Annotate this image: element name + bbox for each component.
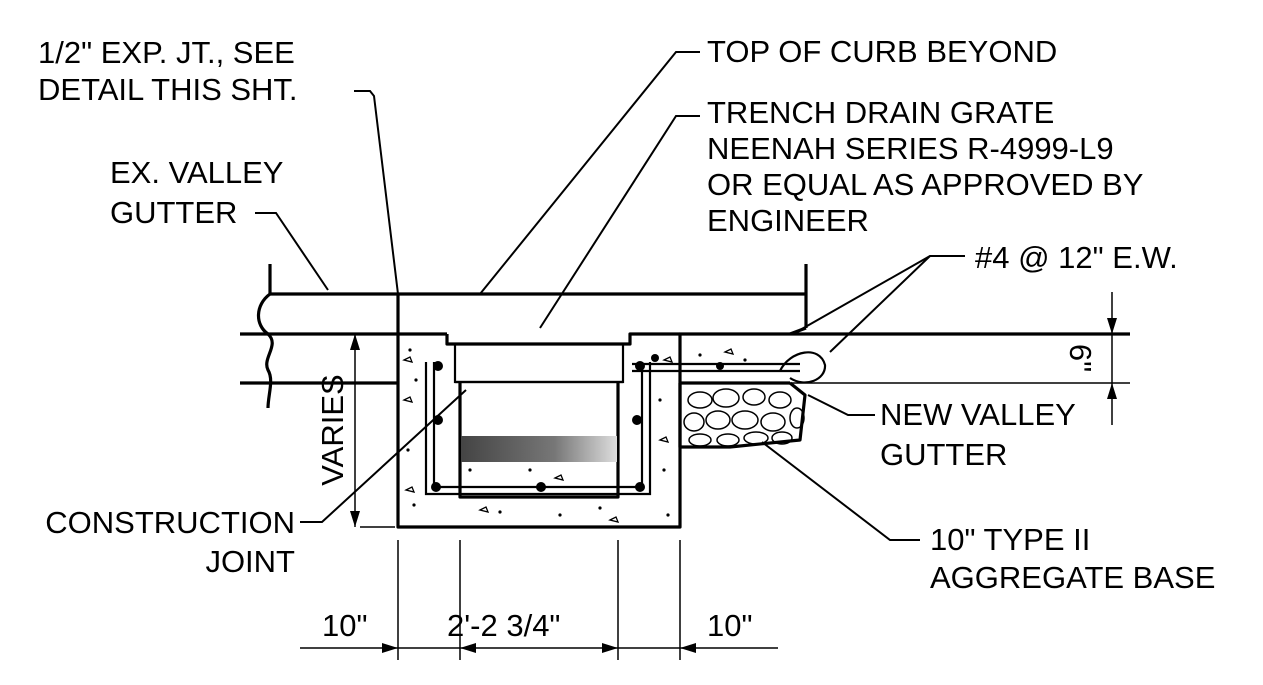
- svg-text:CONSTRUCTION: CONSTRUCTION: [45, 505, 295, 540]
- trench-drain-section: [396, 294, 800, 529]
- depth-dim-label: 6": [1063, 344, 1098, 372]
- construction-joint-label: CONSTRUCTION JOINT: [45, 505, 295, 579]
- rebar-label: #4 @ 12" E.W.: [975, 240, 1178, 275]
- svg-text:GUTTER: GUTTER: [110, 195, 237, 230]
- svg-text:10" TYPE II: 10" TYPE II: [930, 522, 1090, 557]
- depth-dimension: 6": [1063, 292, 1117, 425]
- dim-left: 10": [322, 608, 368, 643]
- new-valley-gutter: [680, 332, 1130, 385]
- svg-text:DETAIL THIS SHT.: DETAIL THIS SHT.: [38, 72, 298, 107]
- svg-text:EX. VALLEY: EX. VALLEY: [110, 155, 283, 190]
- leader-lines: [255, 51, 965, 541]
- svg-text:1/2" EXP. JT., SEE: 1/2" EXP. JT., SEE: [38, 35, 295, 70]
- top-of-curb-label: TOP OF CURB BEYOND: [707, 34, 1057, 69]
- water-fill: [461, 436, 617, 462]
- dim-middle: 2'-2 3/4": [447, 608, 560, 643]
- new-valley-gutter-label: NEW VALLEY GUTTER: [880, 397, 1076, 472]
- svg-text:NEW VALLEY: NEW VALLEY: [880, 397, 1076, 432]
- ex-valley-gutter-label: EX. VALLEY GUTTER: [110, 155, 283, 230]
- svg-text:JOINT: JOINT: [205, 544, 295, 579]
- dim-right: 10": [707, 608, 753, 643]
- curb-beyond: [268, 264, 808, 336]
- aggregate-base: [678, 381, 807, 449]
- svg-text:NEENAH SERIES R-4999-L9: NEENAH SERIES R-4999-L9: [707, 131, 1114, 166]
- aggregate-base-label: 10" TYPE II AGGREGATE BASE: [930, 522, 1215, 595]
- exp-joint-label: 1/2" EXP. JT., SEE DETAIL THIS SHT.: [38, 35, 298, 107]
- svg-text:GUTTER: GUTTER: [880, 437, 1007, 472]
- svg-text:OR EQUAL AS APPROVED BY: OR EQUAL AS APPROVED BY: [707, 167, 1143, 202]
- svg-text:AGGREGATE BASE: AGGREGATE BASE: [930, 560, 1215, 595]
- svg-text:TRENCH DRAIN GRATE: TRENCH DRAIN GRATE: [707, 95, 1054, 130]
- grate-label: TRENCH DRAIN GRATE NEENAH SERIES R-4999-…: [707, 95, 1143, 238]
- svg-text:ENGINEER: ENGINEER: [707, 203, 869, 238]
- varies-dimension: VARIES: [315, 333, 395, 528]
- bottom-dimensions: 10" 2'-2 3/4" 10": [300, 540, 778, 660]
- varies-label: VARIES: [315, 374, 350, 485]
